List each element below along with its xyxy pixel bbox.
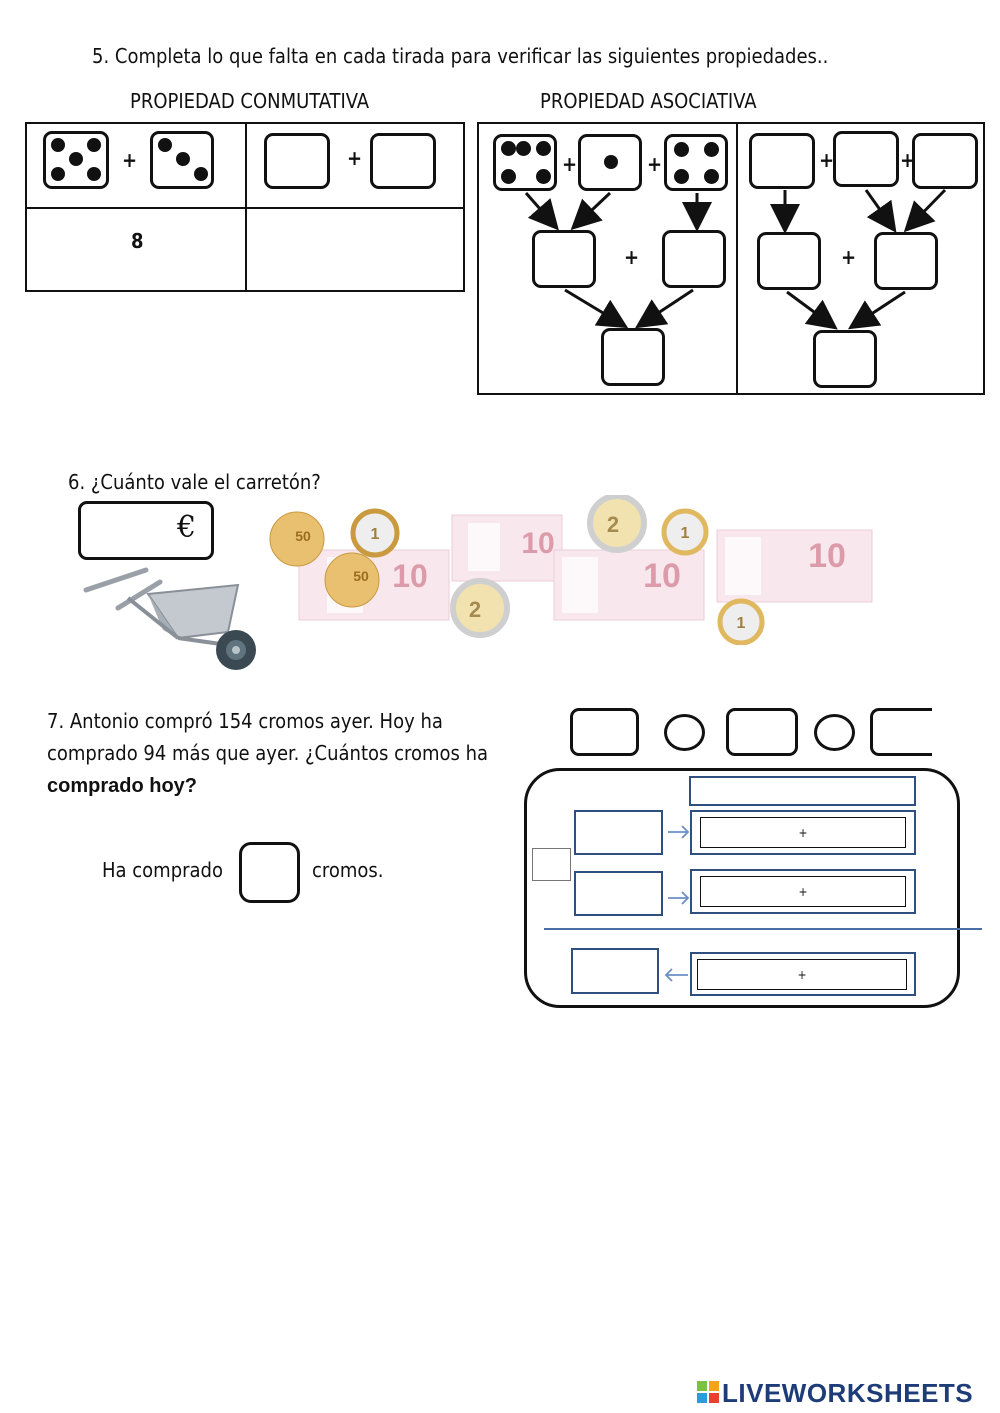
wheelbarrow-image <box>83 567 256 670</box>
addend-1-digits: + <box>690 810 916 855</box>
plus-sign: + <box>647 152 663 176</box>
carry-row[interactable] <box>689 776 916 806</box>
coin-value: 1 <box>737 615 746 632</box>
carry-box[interactable] <box>532 848 571 881</box>
coin-value: 2 <box>469 597 481 622</box>
addend-2-digits: + <box>690 869 916 914</box>
sum-divider <box>544 928 982 930</box>
plus-sign: + <box>624 245 640 269</box>
plus-sign: + <box>900 148 916 172</box>
commutative-table <box>25 122 465 292</box>
sum-digits: + <box>690 952 916 996</box>
commutative-result: 8 <box>131 229 144 253</box>
coin-value: 50 <box>353 568 369 584</box>
die-three <box>150 131 214 189</box>
q6-question: 6. ¿Cuánto vale el carretón? <box>68 470 321 494</box>
commutative-result-input[interactable] <box>250 215 459 285</box>
blue-arrows <box>664 825 690 982</box>
answer-prefix: Ha comprado <box>102 858 223 882</box>
plus-sign: + <box>841 245 857 269</box>
commutative-title: PROPIEDAD CONMUTATIVA <box>130 89 370 113</box>
associative-left-total[interactable] <box>601 328 665 386</box>
die-five <box>493 134 557 191</box>
die-five <box>43 131 109 189</box>
associative-title: PROPIEDAD ASOCIATIVA <box>540 89 757 113</box>
associative-right-blank-1[interactable] <box>749 133 815 189</box>
plus-sign: + <box>819 148 835 172</box>
associative-right-total[interactable] <box>813 330 877 388</box>
associative-left-sum-2[interactable] <box>662 230 726 288</box>
price-input[interactable] <box>87 512 179 550</box>
associative-left-sum-1[interactable] <box>532 230 596 288</box>
coin-value: 1 <box>371 526 380 543</box>
liveworksheets-logo-icon <box>697 1381 719 1403</box>
associative-right-sum-1[interactable] <box>757 232 821 290</box>
liveworksheets-logo: LIVEWORKSHEETS <box>697 1378 997 1408</box>
associative-right-blank-3[interactable] <box>912 133 978 189</box>
banknote-value: 10 <box>808 537 846 575</box>
operation-result-input[interactable] <box>876 714 934 752</box>
euro-symbol: € <box>177 510 197 545</box>
addend-1-box[interactable] <box>574 810 663 855</box>
plus-sign: + <box>122 148 138 172</box>
coin-value: 2 <box>607 512 619 537</box>
banknote-value: 10 <box>392 558 428 594</box>
commutative-blank-1[interactable] <box>264 133 330 189</box>
operation-number-1[interactable] <box>570 708 639 756</box>
plus-sign: + <box>347 146 363 170</box>
plus-sign: + <box>797 967 807 982</box>
sum-box[interactable] <box>571 948 659 994</box>
operation-sign-1[interactable] <box>664 714 705 751</box>
q7-line3: comprado hoy? <box>47 775 198 797</box>
operation-result-box <box>870 708 932 756</box>
plus-sign: + <box>562 152 578 176</box>
associative-right-blank-2[interactable] <box>833 131 899 187</box>
coin-value: 1 <box>681 525 690 542</box>
price-answer-box[interactable]: € <box>78 501 214 560</box>
cromos-answer-box[interactable] <box>239 842 300 903</box>
q7-line1: 7. Antonio compró 154 cromos ayer. Hoy h… <box>47 709 443 733</box>
coin-value: 50 <box>295 528 311 544</box>
operation-sign-2[interactable] <box>814 714 855 751</box>
die-one <box>578 134 642 191</box>
commutative-blank-2[interactable] <box>370 133 436 189</box>
q5-instruction: 5. Completa lo que falta en cada tirada … <box>92 44 829 68</box>
plus-sign: + <box>798 884 808 899</box>
addend-2-box[interactable] <box>574 871 663 916</box>
liveworksheets-brand: LIVEWORKSHEETS <box>722 1378 974 1408</box>
associative-right-sum-2[interactable] <box>874 232 938 290</box>
answer-suffix: cromos. <box>312 858 384 882</box>
q7-line2: comprado 94 más que ayer. ¿Cuántos cromo… <box>47 741 489 765</box>
die-four <box>664 134 728 191</box>
operation-number-2[interactable] <box>726 708 798 756</box>
banknote-value: 10 <box>643 557 681 595</box>
banknote-value: 10 <box>521 527 554 560</box>
plus-sign: + <box>798 825 808 840</box>
associative-arrows <box>524 188 947 330</box>
addition-workspace <box>524 768 960 1008</box>
money-collage: 10 10 10 10 50 1 50 2 2 1 1 10 <box>269 495 873 645</box>
associative-table <box>477 122 985 395</box>
